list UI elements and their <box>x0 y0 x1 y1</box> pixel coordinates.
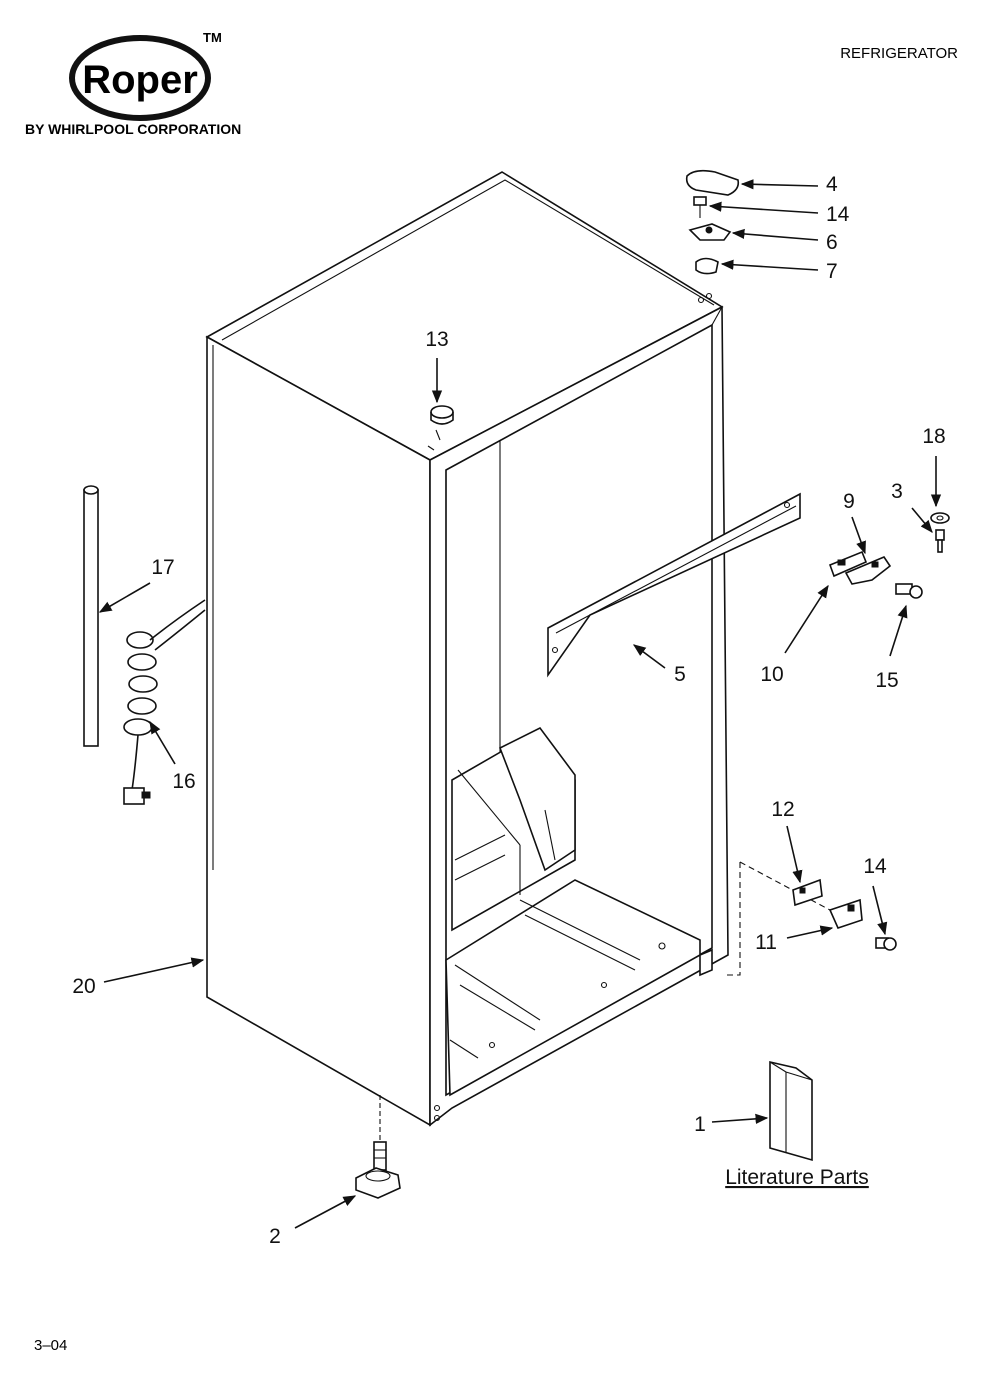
middle-hinge-assembly <box>828 550 923 599</box>
callout-20: 20 <box>72 975 95 998</box>
callout-5: 5 <box>674 663 686 686</box>
roper-logo: Roper TM <box>69 30 222 121</box>
callout-3: 3 <box>891 480 903 503</box>
part-1-literature: Literature Parts <box>725 1060 869 1189</box>
callout-14-top: 14 <box>826 203 850 226</box>
callout-1: 1 <box>694 1113 706 1136</box>
leader-arrows <box>98 179 942 1229</box>
callout-13: 13 <box>425 328 448 351</box>
page-code: 3–04 <box>34 1337 67 1354</box>
callout-10: 10 <box>760 663 783 686</box>
callout-4: 4 <box>826 173 838 196</box>
callout-17: 17 <box>151 556 174 579</box>
callout-labels: 4 14 6 7 13 18 3 9 10 15 5 17 16 12 11 1… <box>72 173 945 1248</box>
part-3-18-pin <box>930 512 950 553</box>
brand-name: Roper <box>82 58 198 102</box>
part-13-plug <box>427 405 454 451</box>
callout-7: 7 <box>826 260 838 283</box>
callout-14-bottom: 14 <box>863 855 887 878</box>
callout-16: 16 <box>172 770 195 793</box>
cabinet <box>205 171 729 1127</box>
trademark: TM <box>203 30 222 45</box>
top-hinge-assembly <box>685 169 740 275</box>
bottom-hinge-assembly <box>724 861 897 976</box>
part-16-power-cord <box>123 599 206 805</box>
callout-12: 12 <box>771 798 794 821</box>
company-name: BY WHIRLPOOL CORPORATION <box>25 121 241 137</box>
callout-18: 18 <box>922 425 945 448</box>
callout-6: 6 <box>826 231 838 254</box>
machine-compartment <box>451 726 576 932</box>
callout-2: 2 <box>269 1225 281 1248</box>
part-2-leveling-leg <box>355 1095 401 1199</box>
callout-11: 11 <box>755 931 777 954</box>
product-title: REFRIGERATOR <box>840 45 958 62</box>
literature-parts-label: Literature Parts <box>725 1166 869 1189</box>
callout-9: 9 <box>843 490 855 513</box>
part-17-rod <box>83 485 99 747</box>
part-5-rail <box>547 492 801 678</box>
callout-15: 15 <box>875 669 898 692</box>
